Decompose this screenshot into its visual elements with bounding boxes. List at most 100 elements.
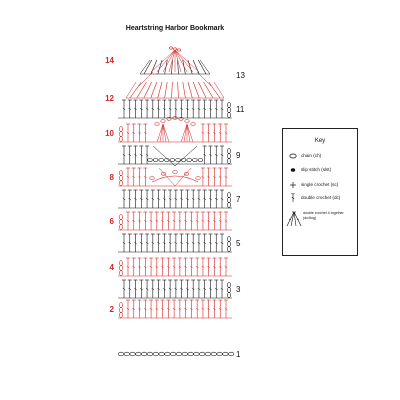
double-crochet-stitch [185, 279, 190, 298]
chain-stitch [141, 351, 148, 357]
turning-chain [119, 219, 123, 225]
turning-chain [119, 170, 123, 176]
peak-stitch [168, 49, 176, 73]
double-crochet-stitch [127, 145, 132, 164]
double-crochet-stitch [160, 299, 165, 318]
turning-chain [119, 312, 123, 318]
motif-chain [186, 158, 192, 162]
peak-stitch [174, 49, 182, 73]
double-crochet-stitch [224, 123, 228, 142]
double-crochet-stitch [208, 99, 213, 118]
key-label-dc4tog: double crochet 4 together (dc4tog) [303, 211, 344, 220]
double-crochet-stitch [183, 211, 188, 230]
decrease-stitch [192, 81, 200, 99]
chain-stitch [228, 351, 235, 357]
double-crochet-stitch [139, 189, 144, 208]
turning-chain [227, 202, 231, 208]
double-crochet-stitch [200, 123, 205, 142]
double-crochet-stitch [173, 189, 178, 208]
turning-chain [227, 246, 231, 252]
chain-stitch [216, 351, 223, 357]
row-number-3: 3 [236, 285, 241, 294]
motif-chain [158, 158, 164, 162]
double-crochet-stitch [156, 189, 161, 208]
decrease-stitch [198, 81, 207, 99]
chain-stitch [187, 351, 194, 357]
chain-stitch [199, 351, 206, 357]
motif-chain [178, 117, 184, 121]
double-crochet-stitch [162, 279, 167, 298]
turning-chain [227, 102, 231, 108]
double-crochet-stitch [150, 99, 155, 118]
double-crochet-stitch [166, 299, 171, 318]
decrease-stitch [177, 59, 179, 75]
key-item-double-crochet: double crochet (dc) [287, 193, 357, 203]
double-crochet-stitch [208, 279, 213, 298]
double-crochet-stitch [143, 123, 148, 142]
double-crochet-stitch [131, 211, 136, 230]
double-crochet-stitch [126, 257, 130, 276]
double-crochet-stitch [133, 189, 138, 208]
chain-stitch [152, 351, 159, 357]
double-crochet-stitch [127, 233, 132, 252]
double-crochet-stitch [195, 211, 200, 230]
motif-chain [147, 158, 153, 162]
motif-chain [160, 171, 167, 176]
double-crochet-stitch [145, 99, 150, 118]
chain-stitch [222, 351, 229, 357]
double-crochet-stitch [196, 99, 201, 118]
row-number-1: 1 [236, 350, 241, 359]
double-crochet-stitch [214, 233, 219, 252]
motif-chain [166, 117, 172, 121]
motif-chain [169, 158, 176, 162]
double-crochet-stitch [131, 123, 136, 142]
double-crochet-stitch [166, 257, 171, 276]
double-crochet-stitch [185, 99, 190, 118]
turning-chain [119, 126, 123, 132]
double-crochet-stitch [177, 299, 182, 318]
double-crochet-stitch [133, 233, 138, 252]
motif-chain [154, 122, 160, 126]
double-crochet-stitch [177, 211, 182, 230]
dc-together-stitch [156, 123, 164, 143]
double-crochet-stitch [206, 123, 211, 142]
turning-chain [119, 136, 123, 142]
motif-chain [190, 122, 196, 126]
double-crochet-stitch [143, 167, 148, 186]
double-crochet-stitch [224, 167, 228, 186]
motif-chain [192, 158, 198, 162]
decrease-stitch [143, 59, 153, 75]
chain-stitch [123, 351, 130, 357]
dc-together-icon [286, 211, 302, 227]
double-crochet-stitch [214, 99, 219, 118]
double-crochet-stitch [220, 99, 224, 118]
double-crochet-stitch [212, 123, 217, 142]
turning-chain [119, 180, 123, 186]
row-number-14: 14 [105, 56, 114, 65]
peak-chain [169, 46, 173, 50]
decrease-stitch [208, 81, 221, 99]
decrease-stitch [182, 81, 186, 99]
motif-chain [149, 176, 155, 180]
double-crochet-stitch [168, 279, 173, 298]
double-crochet-stitch [220, 189, 224, 208]
double-crochet-stitch [218, 167, 223, 186]
chain-stitch [147, 351, 154, 357]
double-crochet-stitch [139, 99, 144, 118]
key-item-chain: chain (ch) [287, 151, 357, 161]
double-crochet-stitch [202, 279, 207, 298]
turning-chain [227, 241, 231, 247]
decrease-stitch [150, 81, 158, 99]
double-crochet-stitch [133, 145, 138, 164]
chart-row-5 [118, 233, 232, 253]
double-crochet-stitch [154, 211, 159, 230]
double-crochet-stitch [218, 123, 223, 142]
dc-together-stitch [162, 123, 170, 143]
double-crochet-stitch [172, 211, 177, 230]
slip-stitch-dot-icon [290, 168, 296, 172]
double-crochet-stitch [133, 279, 138, 298]
double-crochet-stitch [131, 299, 136, 318]
double-crochet-stitch [154, 299, 159, 318]
turning-chain [227, 107, 231, 113]
double-crochet-stitch [137, 299, 142, 318]
